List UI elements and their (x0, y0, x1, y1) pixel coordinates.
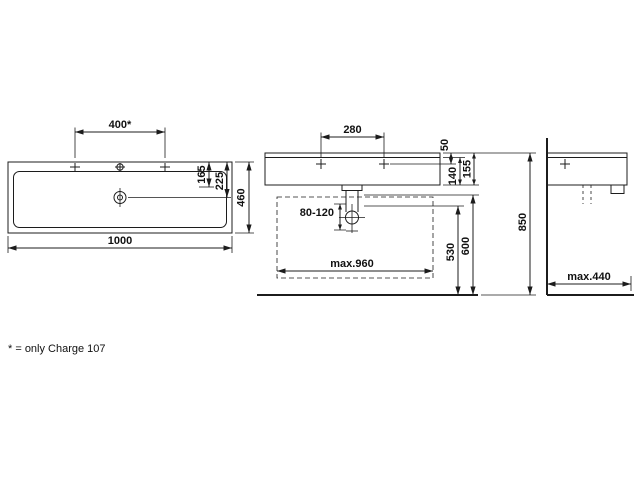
dim-600-label: 600 (460, 237, 472, 255)
dim-225-label: 225 (214, 172, 226, 190)
drain-assembly (339, 184, 365, 233)
tap-holes (70, 163, 170, 171)
dim-155-label: 155 (462, 160, 474, 178)
dim-max440-label: max.440 (567, 271, 610, 283)
top-view: 400* 1000 460 165 225 (7, 119, 254, 253)
dim-850-label: 850 (517, 213, 529, 231)
dim-depth: 460 (235, 161, 254, 234)
dim-280-label: 280 (343, 124, 361, 136)
dim-drain-offset-b: 225 (214, 162, 230, 198)
dim-width: 1000 (7, 235, 233, 253)
dim-80-120-label: 80-120 (300, 207, 334, 219)
dim-max960-label: max.960 (330, 258, 373, 270)
level-extension-lines (364, 194, 536, 296)
front-view: 280 50 140 155 (257, 124, 536, 296)
dim-rim-to-deck: 50 (439, 139, 454, 164)
footnote: * = only Charge 107 (8, 343, 106, 355)
dim-outlet-height: 530 (445, 206, 461, 295)
dim-clearance-width: max.960 (277, 258, 433, 274)
dim-140-label: 140 (447, 167, 459, 185)
mounting-holes (316, 159, 456, 169)
basin-outline-top (7, 161, 233, 234)
dim-bolt-distance: 280 (320, 124, 385, 157)
clearance-box (276, 196, 434, 279)
dim-165-label: 165 (196, 165, 208, 183)
dim-under-rim-height: 140 (447, 157, 463, 185)
dim-tap-distance-label: 400* (109, 119, 132, 131)
basin-outline-front (264, 152, 441, 186)
overflow-detail (610, 184, 625, 194)
dim-tap-distance: 400* (74, 119, 166, 158)
dim-drain-offset-a: 165 (196, 162, 212, 187)
basin-outline-side (547, 152, 628, 204)
dim-total-height: 155 (462, 153, 477, 185)
dim-530-label: 530 (445, 243, 457, 261)
side-view: max.440 (546, 138, 634, 296)
dim-50-label: 50 (439, 139, 451, 151)
dim-outlet-range: 80-120 (300, 203, 346, 231)
dim-clearance-depth: max.440 (547, 271, 632, 291)
drain-symbol (113, 186, 231, 207)
dim-underside-height: 600 (460, 195, 476, 295)
dim-width-label: 1000 (108, 235, 132, 247)
dim-depth-label: 460 (236, 188, 248, 206)
dim-rim-height: 850 (517, 153, 533, 295)
